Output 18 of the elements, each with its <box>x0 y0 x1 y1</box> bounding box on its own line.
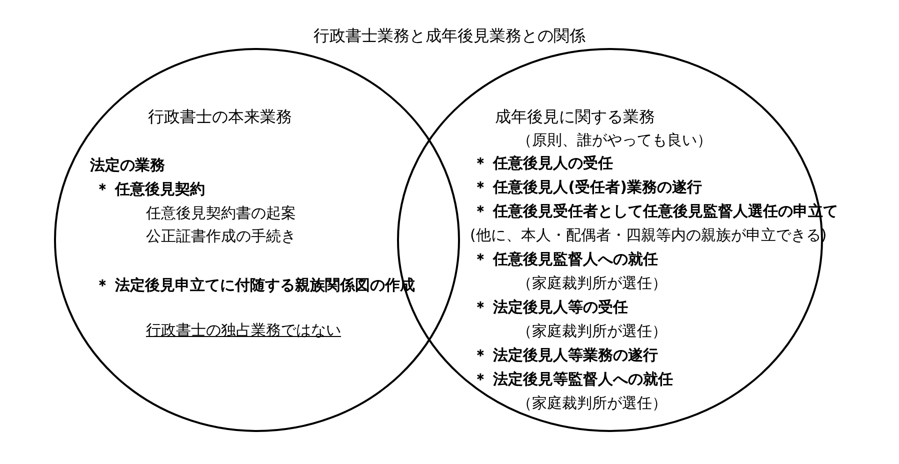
note-text: （家庭裁判所が選任） <box>517 274 667 292</box>
note-text: （原則、誰がやっても良い） <box>517 131 712 149</box>
section-heading: 法定の業務 <box>90 156 165 174</box>
note-text: （家庭裁判所が選任） <box>517 322 667 340</box>
bullet-item: ＊ 任意後見契約 <box>95 180 206 198</box>
diagram-title: 行政書士業務と成年後見業務との関係 <box>314 26 586 45</box>
bullet-item: ＊ 法定後見人等の受任 <box>473 298 628 316</box>
sub-item: 任意後見契約書の起案 <box>146 204 296 222</box>
bullet-item: ＊ 任意後見人(受任者)業務の遂行 <box>473 178 702 196</box>
circle-heading: 行政書士の本来業務 <box>148 108 292 126</box>
note-text: 行政書士の独占業務ではない <box>146 321 341 339</box>
note-text: （家庭裁判所が選任） <box>517 394 667 412</box>
bullet-item: ＊ 法定後見人等業務の遂行 <box>473 346 658 364</box>
circle-heading: 成年後見に関する業務 <box>495 108 655 126</box>
bullet-item: ＊ 任意後見人の受任 <box>473 154 614 172</box>
bullet-item: ＊ 法定後見等監督人への就任 <box>473 370 674 388</box>
sub-item: 公正証書作成の手続き <box>146 227 296 245</box>
bullet-item: ＊ 任意後見監督人への就任 <box>473 250 658 268</box>
